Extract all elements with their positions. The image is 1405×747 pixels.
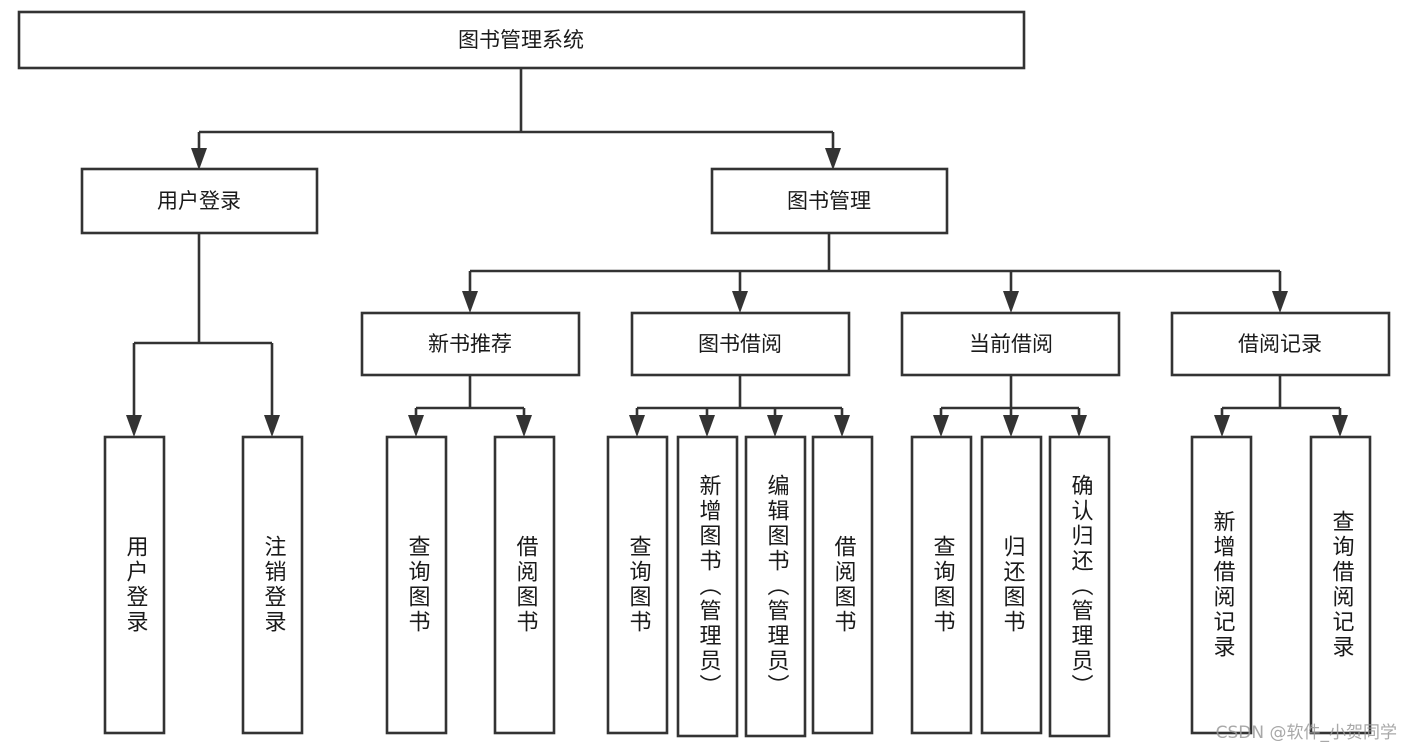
node-user-login-label: 用户登录 [157,189,241,213]
node-borrow-record-label: 借阅记录 [1238,332,1322,356]
node-book-management-label: 图书管理 [787,189,871,213]
leaf-box-current-borrow-2[interactable] [980,435,1043,735]
leaf-box-new-book-2[interactable] [493,435,556,735]
csdn-watermark: CSDN @软件_小贺同学 [1215,723,1397,743]
leaf-box-new-book-1[interactable] [385,435,448,735]
node-book-borrow-label: 图书借阅 [698,332,782,356]
connector-borrow-to-leaves [629,375,850,437]
connector-newbook-to-leaves [408,375,532,437]
leaf-box-book-borrow-4[interactable] [811,435,874,735]
node-root-label: 图书管理系统 [458,28,584,52]
node-book-management[interactable]: 图书管理 [710,167,949,235]
connector-userlogin-to-leaves [126,233,280,437]
leaf-box-book-borrow-3[interactable] [744,435,807,738]
node-current-borrow-label: 当前借阅 [969,332,1053,356]
node-book-borrow[interactable]: 图书借阅 [630,311,851,377]
node-root[interactable]: 图书管理系统 [17,10,1026,70]
leaf-box-borrow-record-2[interactable] [1309,435,1372,735]
leaf-box-current-borrow-3[interactable] [1048,435,1111,738]
connector-record-to-leaves [1214,375,1348,437]
leaf-box-book-borrow-1[interactable] [606,435,669,735]
node-new-book-recommend[interactable]: 新书推荐 [360,311,581,377]
leaf-box-borrow-record-1[interactable] [1190,435,1253,735]
node-current-borrow[interactable]: 当前借阅 [900,311,1121,377]
node-user-login[interactable]: 用户登录 [80,167,319,235]
connector-root-to-level2 [191,68,841,170]
connector-bookmgmt-to-level3 [462,233,1288,313]
leaf-box-user-login-2[interactable] [241,435,304,735]
connector-current-to-leaves [933,375,1087,437]
node-borrow-record[interactable]: 借阅记录 [1170,311,1391,377]
leaf-box-current-borrow-1[interactable] [910,435,973,735]
node-new-book-recommend-label: 新书推荐 [428,332,512,356]
leaf-box-book-borrow-2[interactable] [676,435,739,738]
leaf-box-user-login-1[interactable] [103,435,166,735]
